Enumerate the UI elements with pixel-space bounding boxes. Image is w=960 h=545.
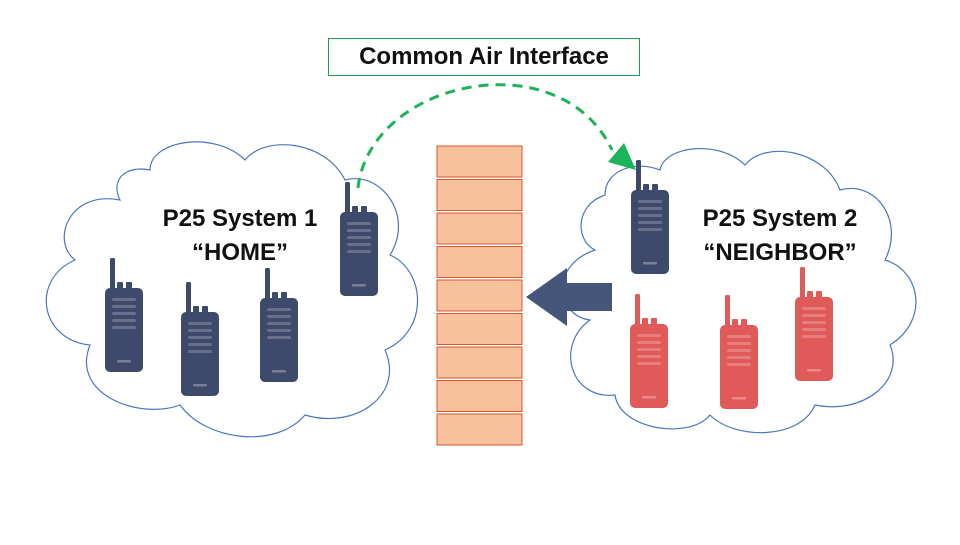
- firewall-brick: [436, 346, 523, 379]
- neighbor-system-subtitle: “NEIGHBOR”: [703, 239, 857, 266]
- common-air-interface-label: Common Air Interface: [328, 38, 640, 76]
- common-air-interface-arc: [356, 83, 614, 189]
- home-system-title: P25 System 1: [162, 205, 318, 232]
- firewall-brick: [436, 145, 523, 178]
- common-air-interface-text: Common Air Interface: [359, 43, 609, 70]
- common-air-interface-arrowhead: [608, 143, 636, 170]
- firewall-brick: [436, 313, 523, 345]
- neighbor-system-title: P25 System 2: [702, 205, 858, 232]
- home-system-label: P25 System 1 “HOME”: [140, 202, 340, 270]
- firewall: [436, 145, 523, 446]
- firewall-brick: [436, 179, 523, 211]
- neighbor-system-label: P25 System 2 “NEIGHBOR”: [670, 202, 890, 270]
- firewall-brick: [436, 212, 523, 245]
- firewall-brick: [436, 380, 523, 412]
- home-system-subtitle: “HOME”: [192, 239, 288, 266]
- firewall-brick: [436, 413, 523, 446]
- blocked-arrow: [526, 268, 612, 326]
- firewall-brick: [436, 279, 523, 312]
- firewall-brick: [436, 246, 523, 278]
